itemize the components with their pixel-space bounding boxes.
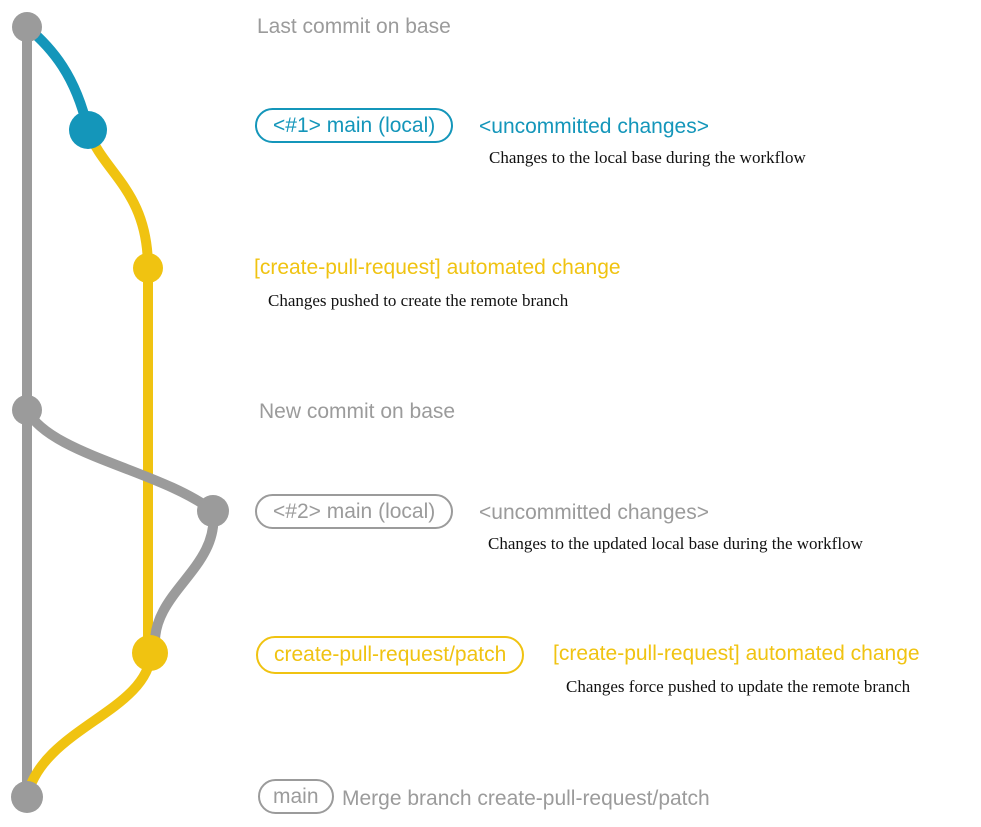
commit-message-automated-change-2: [create-pull-request] automated change xyxy=(553,642,920,665)
commit-node-uncommitted-2 xyxy=(197,495,229,527)
commit-node-last-commit-on-base xyxy=(12,12,42,42)
branch-line-patch-merge xyxy=(22,648,156,802)
branch-line-patch-top xyxy=(83,125,153,273)
branch-badge-create-pull-request-patch-label: create-pull-request/patch xyxy=(274,643,507,666)
branch-line-main-local-2b xyxy=(149,506,219,651)
commit-node-new-commit-on-base xyxy=(12,395,42,425)
branch-line-main-local-2 xyxy=(22,405,218,516)
label-new-commit-on-base: New commit on base xyxy=(259,400,456,423)
description-uncommitted-changes-2: Changes to the updated local base during… xyxy=(488,534,863,553)
branch-badge-main-local-1: <#1> main (local) xyxy=(255,108,454,143)
description-automated-change-2: Changes force pushed to update the remot… xyxy=(566,677,911,696)
branch-badge-main-local-2: <#2> main (local) xyxy=(255,494,454,529)
label-last-commit-on-base: Last commit on base xyxy=(257,15,451,38)
branch-badge-main: main xyxy=(258,779,334,814)
git-graph xyxy=(11,12,229,813)
branch-badge-main-local-1-label: <#1> main (local) xyxy=(273,113,436,137)
commit-node-merge xyxy=(11,781,43,813)
commit-node-automated-change-1 xyxy=(133,253,163,283)
branch-badge-main-label: main xyxy=(273,784,319,808)
description-automated-change-1: Changes pushed to create the remote bran… xyxy=(268,291,569,310)
branch-badge-main-local-2-label: <#2> main (local) xyxy=(273,499,436,523)
status-uncommitted-changes-2: <uncommitted changes> xyxy=(479,501,709,524)
commit-message-automated-change-1: [create-pull-request] automated change xyxy=(254,256,621,279)
commit-node-uncommitted-1 xyxy=(69,111,107,149)
commit-message-merge: Merge branch create-pull-request/patch xyxy=(342,787,710,810)
description-uncommitted-changes-1: Changes to the local base during the wor… xyxy=(489,148,806,167)
branch-badge-create-pull-request-patch: create-pull-request/patch xyxy=(256,636,525,674)
status-uncommitted-changes-1: <uncommitted changes> xyxy=(479,115,709,138)
commit-node-automated-change-2 xyxy=(132,635,168,671)
